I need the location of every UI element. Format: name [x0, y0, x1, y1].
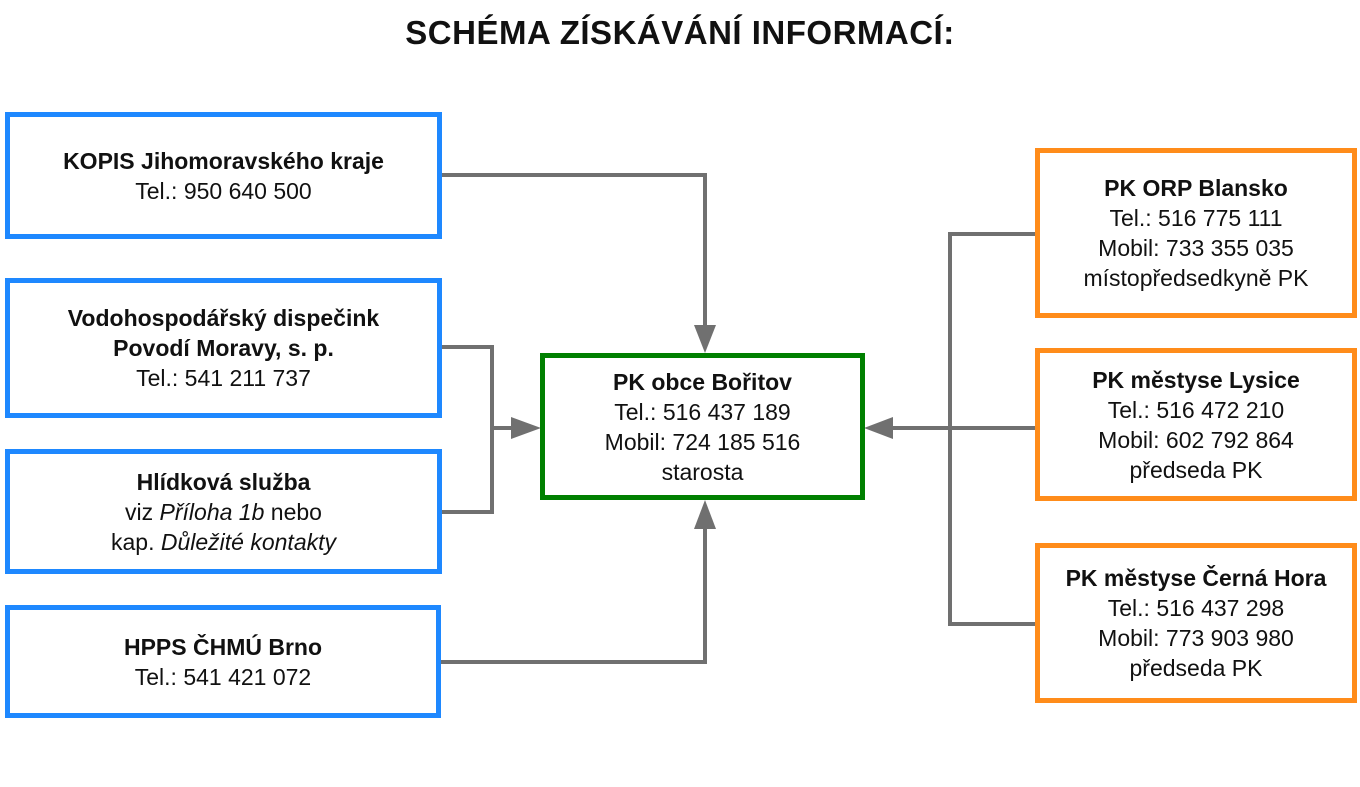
arrowheads: [511, 325, 893, 529]
hpps-phone: Tel.: 541 421 072: [134, 663, 312, 690]
hpps-box: HPPS ČHMÚ Brno Tel.: 541 421 072: [5, 605, 441, 718]
blansko-role: místopředsedkyně PK: [1083, 265, 1309, 291]
kopis-phone: Tel.: 950 640 500: [135, 177, 312, 204]
center-name: PK obce Bořitov: [613, 368, 792, 395]
hlidkova-sluzba-name: Hlídková služba: [136, 468, 311, 495]
vodohospodarsky-box: Vodohospodářský dispečink Povodí Moravy,…: [5, 278, 442, 418]
arrowhead-up: [694, 500, 716, 529]
center-phone: Tel.: 516 437 189: [614, 398, 791, 425]
hlidkova-sluzba-reference: viz Příloha 1b nebo: [125, 497, 322, 527]
connector-kopis: [441, 173, 707, 330]
cerna-hora-role: předseda PK: [1129, 655, 1263, 681]
blansko-name: PK ORP Blansko: [1104, 175, 1288, 201]
cerna-hora-name: PK městyse Černá Hora: [1065, 565, 1327, 591]
vodohospodarsky-name-line-1: Vodohospodářský dispečink: [67, 305, 380, 331]
reference-prefix: viz: [125, 498, 160, 525]
center-role: starosta: [661, 458, 744, 485]
hlidkova-sluzba-box: Hlídková služba viz Příloha 1b nebo kap.…: [5, 449, 442, 574]
lysice-phone: Tel.: 516 472 210: [1107, 396, 1285, 423]
blansko-box: PK ORP Blansko Tel.: 516 775 111 Mobil: …: [1035, 148, 1357, 318]
appendix-reference: Příloha 1b: [159, 498, 265, 525]
lysice-role: předseda PK: [1129, 456, 1263, 483]
lysice-box: PK městyse Lysice Tel.: 516 472 210 Mobi…: [1035, 348, 1357, 501]
center-mobile: Mobil: 724 185 516: [604, 428, 801, 455]
hpps-name: HPPS ČHMÚ Brno: [123, 633, 323, 660]
diagram-title: SCHÉMA ZÍSKÁVÁNÍ INFORMACÍ:: [405, 14, 955, 51]
chapter-reference: Důležité kontakty: [160, 528, 336, 555]
reference-suffix: nebo: [264, 498, 322, 525]
cerna-hora-box: PK městyse Černá Hora Tel.: 516 437 298 …: [1035, 543, 1357, 703]
center-box: PK obce Bořitov Tel.: 516 437 189 Mobil:…: [540, 353, 865, 500]
lysice-name: PK městyse Lysice: [1092, 366, 1300, 393]
connector-hpps: [441, 527, 707, 664]
cerna-hora-mobile: Mobil: 773 903 980: [1098, 625, 1294, 651]
arrowhead-left: [864, 417, 893, 439]
lysice-mobile: Mobil: 602 792 864: [1098, 426, 1294, 453]
blansko-phone: Tel.: 516 775 111: [1109, 205, 1283, 231]
cerna-hora-phone: Tel.: 516 437 298: [1107, 595, 1285, 621]
hlidkova-sluzba-chapter: kap. Důležité kontakty: [111, 527, 336, 557]
blansko-mobile: Mobil: 733 355 035: [1098, 235, 1294, 261]
vodohospodarsky-name-line-2: Povodí Moravy, s. p.: [113, 335, 334, 361]
connector-vodo-hlidkova: [441, 345, 494, 514]
kopis-name: KOPIS Jihomoravského kraje: [63, 147, 384, 174]
vodohospodarsky-phone: Tel.: 541 211 737: [136, 365, 311, 391]
arrowhead-down: [694, 325, 716, 353]
arrowhead-right: [511, 417, 541, 439]
kopis-box: KOPIS Jihomoravského kraje Tel.: 950 640…: [5, 112, 442, 239]
chapter-prefix: kap.: [110, 528, 161, 555]
